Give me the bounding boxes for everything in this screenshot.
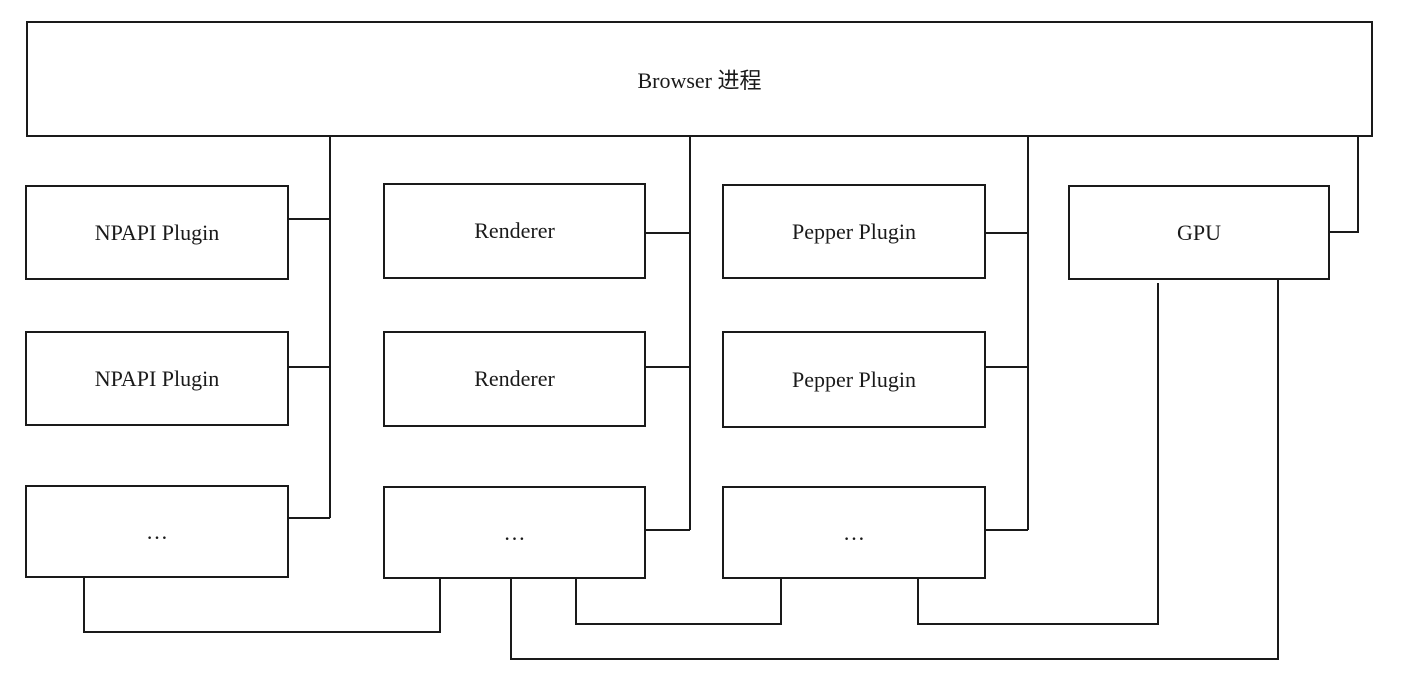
npapi-ellipsis-label: … [146, 518, 168, 544]
browser-process-label: Browser 进程 [637, 68, 762, 93]
pepper-ellipsis-box: … [722, 486, 986, 579]
browser-process-box: Browser 进程 [26, 21, 1373, 137]
npapi-ellipsis-box: … [25, 485, 289, 578]
pepper-plugin-box: Pepper Plugin [722, 184, 986, 279]
pepper-ellipsis-label: … [843, 519, 865, 545]
renderer-box: Renderer [383, 183, 646, 279]
renderer-box: Renderer [383, 331, 646, 427]
pepper-gpu-link [917, 283, 1159, 625]
gpu-browser-connector [1329, 137, 1359, 233]
gpu-label: GPU [1176, 219, 1221, 245]
pepper-plugin-label: Pepper Plugin [791, 366, 917, 392]
renderer-label: Renderer [474, 218, 555, 243]
renderer-gpu-link [510, 278, 1279, 660]
npapi-plugin-label: NPAPI Plugin [94, 219, 220, 245]
renderer-ellipsis-label: … [503, 519, 526, 545]
npapi-plugin-box: NPAPI Plugin [25, 331, 289, 426]
gpu-box: GPU [1068, 185, 1330, 280]
pepper-plugin-label: Pepper Plugin [791, 218, 917, 244]
renderer-ellipsis-box: … [383, 486, 646, 579]
npapi-plugin-label: NPAPI Plugin [94, 365, 220, 391]
npapi-renderer-link [83, 576, 441, 633]
npapi-plugin-box: NPAPI Plugin [25, 185, 289, 280]
renderer-label: Renderer [474, 366, 555, 391]
pepper-plugin-box: Pepper Plugin [722, 331, 986, 428]
renderer-pepper-link [575, 578, 782, 625]
